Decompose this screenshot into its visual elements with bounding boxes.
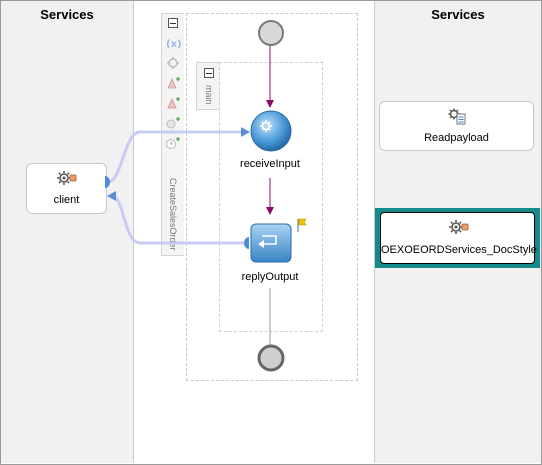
timer-handler-icon[interactable] <box>165 136 181 150</box>
process-scope-bar: CreateSalesOrder <box>161 13 184 256</box>
receive-gear-icon <box>260 120 272 132</box>
wire-client-to-receive <box>107 130 244 184</box>
left-lane-title: Services <box>40 7 94 22</box>
flow-arrow-start <box>266 100 274 108</box>
svg-text:(x): (x) <box>166 39 181 50</box>
reference-oexoeordservices-label: OEXOEORDServices_DocStyle <box>381 244 537 256</box>
reply-activity[interactable] <box>250 223 292 263</box>
gear-icon <box>57 171 77 185</box>
client-port-in <box>105 176 110 188</box>
service-client-label: client <box>53 194 80 206</box>
reference-oexoeordservices-selected[interactable]: OEXOEORDServices_DocStyle <box>375 208 540 268</box>
start-node <box>258 20 284 46</box>
receive-activity-label: receiveInput <box>240 158 300 170</box>
process-collapse-toggle[interactable] <box>168 18 178 28</box>
reference-readpayload[interactable]: Readpayload <box>379 101 534 151</box>
reply-activity-label: replyOutput <box>241 271 299 283</box>
flag-icon <box>297 218 307 232</box>
variable-icon[interactable]: (x) <box>165 36 181 50</box>
exposed-services-lane: Services <box>1 1 134 463</box>
bpel-process-area <box>186 13 358 381</box>
wire-arrowhead-client <box>107 191 116 201</box>
partner-link-add-icon[interactable] <box>165 76 181 90</box>
main-scope-tab: main <box>196 62 220 110</box>
wire-reply-to-client <box>111 194 248 245</box>
event-handler-icon[interactable] <box>165 116 181 130</box>
gear-icon <box>449 220 469 234</box>
end-node <box>257 344 285 372</box>
correlation-set-icon[interactable] <box>165 56 181 70</box>
main-scope-body <box>219 62 323 332</box>
receive-activity-shape <box>250 110 292 152</box>
service-client[interactable]: client <box>26 163 107 214</box>
main-scope-collapse-toggle[interactable] <box>204 68 214 78</box>
end-node-target[interactable] <box>258 345 284 371</box>
reference-oexoeordservices[interactable]: OEXOEORDServices_DocStyle <box>380 212 537 264</box>
flow-arrow-receive <box>266 207 274 215</box>
right-lane-title: Services <box>431 7 485 22</box>
fault-handler-icon[interactable] <box>165 96 181 110</box>
reply-activity-shape <box>250 223 292 263</box>
start-node-target[interactable] <box>258 20 284 46</box>
reply-return-icon <box>262 235 277 245</box>
reply-port <box>244 237 249 249</box>
receive-activity[interactable] <box>250 110 292 152</box>
wire-arrowhead-receive <box>241 127 250 137</box>
gear-document-icon <box>448 108 466 125</box>
reference-readpayload-label: Readpayload <box>424 132 489 144</box>
